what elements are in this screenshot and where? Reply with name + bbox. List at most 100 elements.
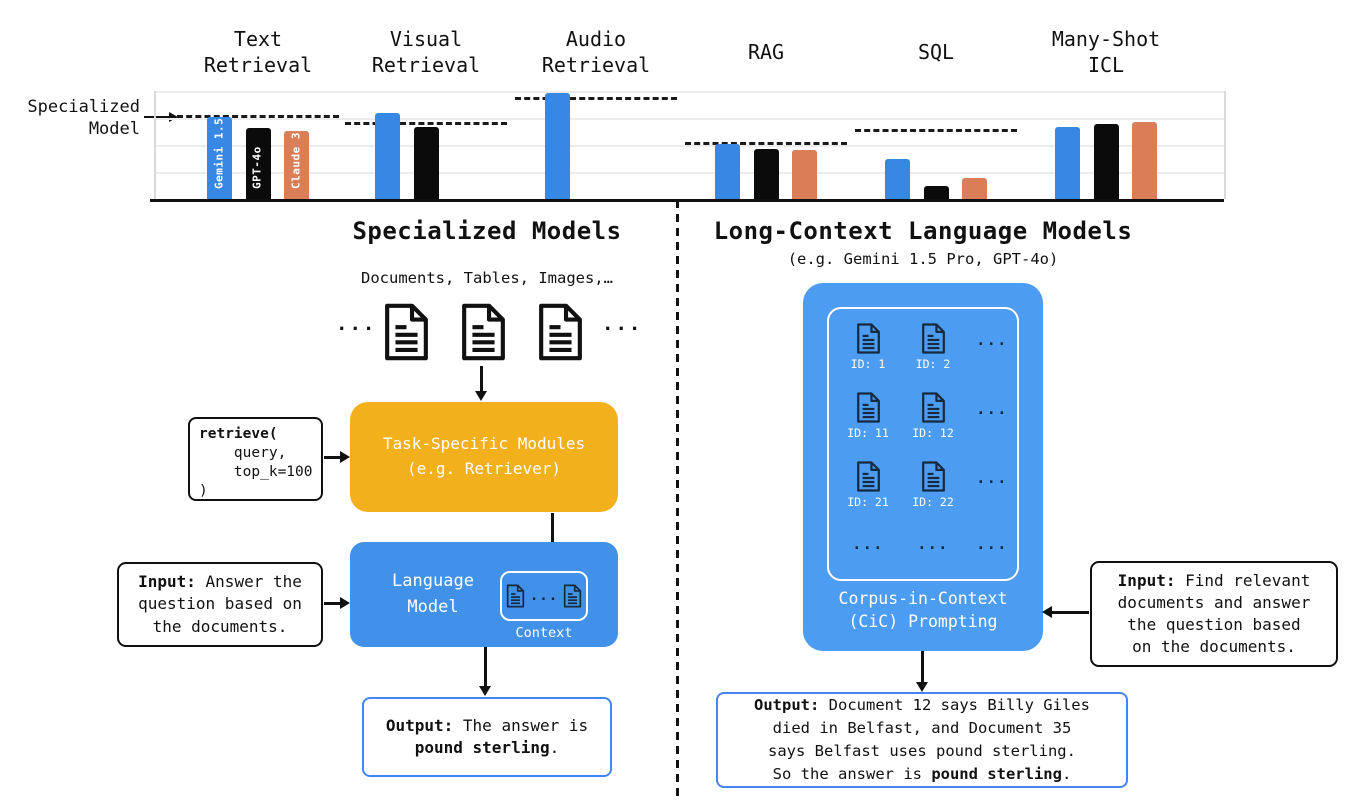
doc-id-label: ID: 21 xyxy=(847,495,889,509)
lm-label-line1: Language xyxy=(392,571,474,591)
document-icon-cell: ID: 12 xyxy=(907,392,959,440)
specialized-model-line xyxy=(345,122,507,126)
output-label: Output: xyxy=(754,695,820,714)
input-text: Find relevant documents and answer the q… xyxy=(1117,570,1311,657)
corpus-row: ID: 1 ID: 2... xyxy=(842,323,1012,371)
output-box-left: Output: The answer is pound sterling. xyxy=(362,697,612,777)
right-panel-title: Long-Context Language Models xyxy=(713,217,1133,245)
x-axis-baseline xyxy=(150,199,1224,202)
category-label: SQL xyxy=(917,40,955,64)
specialized-model-line xyxy=(855,128,1017,132)
output-text: Document 12 says Billy Giles died in Bel… xyxy=(768,695,1090,784)
gridline xyxy=(154,145,1224,147)
bar-series-label: Gemini 1.5 xyxy=(212,117,225,189)
cic-prompt-box: ID: 1 ID: 2... ID: 11 ID: 12... ID: 21 ID: 22… xyxy=(803,283,1043,651)
document-icon xyxy=(563,584,582,608)
ellipsis: ... xyxy=(336,313,377,335)
document-icon xyxy=(506,584,525,608)
output-box-right: Output: Document 12 says Billy Giles die… xyxy=(716,692,1128,788)
arrowhead-down-icon xyxy=(916,682,928,692)
arrow-lm-to-output xyxy=(484,647,487,687)
doc-id-label: ID: 1 xyxy=(850,357,886,371)
y-axis-spine xyxy=(154,91,156,199)
output-label: Output: xyxy=(385,715,454,735)
arrowhead-down-icon xyxy=(475,391,487,401)
input-text: Answer the question based on the documen… xyxy=(138,572,302,636)
left-panel-title: Specialized Models xyxy=(352,217,622,245)
bar xyxy=(962,178,987,199)
retrieve-code-bold: retrieve( xyxy=(199,426,278,442)
bar xyxy=(1093,124,1119,199)
corpus-row: ID: 21 ID: 22... xyxy=(842,461,1012,509)
output-answer: pound sterling xyxy=(931,765,1062,784)
doc-id-label: ID: 12 xyxy=(912,426,954,440)
right-panel-subtitle: (e.g. Gemini 1.5 Pro, GPT-4o) xyxy=(787,250,1059,268)
category-label: Audio Retrieval xyxy=(541,27,651,77)
bar-series-label: GPT-4o xyxy=(250,146,264,189)
specialized-model-arrowhead xyxy=(169,111,178,122)
specialized-model-label-line1: Specialized xyxy=(27,97,140,117)
task-specific-modules-box: Task-Specific Modules (e.g. Retriever) xyxy=(350,402,618,512)
document-icon xyxy=(383,303,430,361)
language-model-box: Language Model ... Context xyxy=(350,542,618,647)
output-suffix: . xyxy=(1061,765,1072,784)
doc-id-label: ID: 2 xyxy=(915,357,951,371)
arrow-input-to-cic xyxy=(1051,611,1089,614)
cic-label-line1: Corpus-in-Context xyxy=(838,589,1008,608)
ellipsis: ... xyxy=(917,535,949,553)
gridline xyxy=(154,172,1224,174)
bar xyxy=(885,159,910,199)
bar xyxy=(375,112,400,199)
ellipsis: ... xyxy=(976,400,1008,418)
bar: Claude 3 xyxy=(284,130,309,199)
output-suffix: . xyxy=(549,738,560,757)
lm-label-line2: Model xyxy=(407,596,459,617)
category-label: Many-Shot ICL xyxy=(1051,27,1161,77)
output-text: The answer is xyxy=(462,715,589,735)
gridline xyxy=(154,91,1224,93)
retrieve-code-rest: query, top_k=100 ) xyxy=(199,445,313,500)
output-answer: pound sterling xyxy=(414,738,550,757)
ellipsis: ... xyxy=(852,535,884,553)
bar xyxy=(753,149,779,199)
left-panel-subtitle: Documents, Tables, Images,… xyxy=(361,269,613,287)
bar xyxy=(715,143,740,199)
ellipsis: ... xyxy=(602,313,643,335)
document-icon-cell: ID: 21 xyxy=(842,461,894,509)
arrow-input-to-lm xyxy=(324,602,341,605)
bar xyxy=(923,186,949,199)
document-icon xyxy=(460,303,507,361)
context-label: Context xyxy=(515,625,573,641)
document-icon-cell: ID: 1 xyxy=(842,323,894,371)
ellipsis: ... xyxy=(976,331,1008,349)
bar: GPT-4o xyxy=(245,127,271,199)
retrieve-code-box: retrieve( query, top_k=100 ) xyxy=(188,417,323,501)
document-icon-cell: ID: 22 xyxy=(907,461,959,509)
ellipsis: ... xyxy=(976,535,1008,553)
input-label: Input: xyxy=(138,572,196,592)
corpus-row: ID: 11 ID: 12... xyxy=(842,392,1012,440)
context-box: ... xyxy=(500,571,588,621)
ellipsis: ... xyxy=(529,588,559,604)
category-label: Text Retrieval xyxy=(203,27,313,77)
ellipsis: ... xyxy=(976,469,1008,487)
cic-label-line2: (CiC) Prompting xyxy=(848,612,998,631)
category-label: Visual Retrieval xyxy=(371,27,481,77)
input-label: Input: xyxy=(1117,570,1176,590)
arrowhead-left-icon xyxy=(1042,606,1052,618)
bar xyxy=(413,126,439,199)
bar-series-label: Claude 3 xyxy=(289,132,302,189)
arrowhead-right-icon xyxy=(340,597,350,609)
bar xyxy=(792,150,817,199)
panel-divider-dashed-line xyxy=(676,200,679,802)
document-icon-cell: ID: 11 xyxy=(842,392,894,440)
doc-id-label: ID: 22 xyxy=(912,495,954,509)
category-label: RAG xyxy=(747,40,785,64)
right-spine xyxy=(1224,91,1226,199)
specialized-model-line xyxy=(685,141,847,145)
arrow-docs-to-module xyxy=(480,366,483,392)
arrowhead-right-icon xyxy=(340,451,350,463)
corpus-documents-box: ID: 1 ID: 2... ID: 11 ID: 12... ID: 21 ID: 22… xyxy=(827,307,1019,581)
